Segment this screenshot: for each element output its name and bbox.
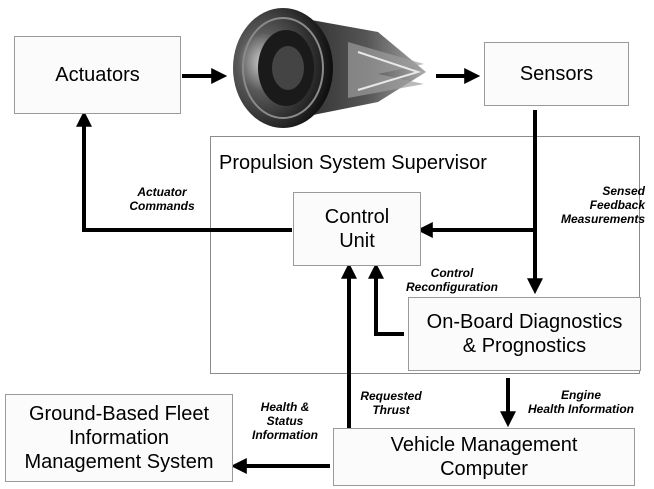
sensors-label: Sensors — [519, 63, 594, 85]
vmc-label-1: Vehicle Management — [390, 434, 578, 456]
requested-thrust-label: Requested Thrust — [360, 389, 422, 417]
engine-health-label: Engine Health Information — [527, 388, 634, 416]
vehicle-management-computer-box: Vehicle Management Computer — [333, 428, 635, 486]
ground-label-1: Ground-Based Fleet — [28, 403, 210, 425]
control-unit-label-2: Unit — [339, 230, 375, 252]
obd-label-2: & Prognostics — [462, 335, 587, 357]
ground-label-2: Information — [68, 427, 170, 449]
actuators-box: Actuators — [14, 36, 181, 114]
region-title: Propulsion System Supervisor — [219, 152, 487, 174]
propulsion-system-supervisor-region — [210, 136, 640, 374]
ground-label-3: Management System — [24, 451, 214, 473]
arrow-actuator-commands — [76, 110, 292, 232]
onboard-diagnostics-box: On-Board Diagnostics & Prognostics — [408, 297, 641, 371]
ground-based-fleet-box: Ground-Based Fleet Information Managemen… — [5, 394, 233, 482]
actuators-label: Actuators — [55, 64, 140, 86]
sensed-feedback-label: Sensed Feedback Measurements — [560, 184, 645, 226]
health-status-label: Health & Status Information — [252, 400, 318, 442]
jet-engine-icon — [233, 8, 426, 128]
control-unit-label-1: Control — [324, 206, 390, 228]
arrow-control-reconfiguration — [368, 262, 404, 336]
actuator-commands-label: Actuator Commands — [129, 185, 195, 213]
control-reconfiguration-label: Control Reconfiguration — [406, 266, 498, 294]
control-unit-box: Control Unit — [293, 192, 421, 266]
sensors-box: Sensors — [484, 42, 629, 106]
obd-label-1: On-Board Diagnostics — [426, 311, 623, 333]
vmc-label-2: Computer — [440, 458, 528, 480]
